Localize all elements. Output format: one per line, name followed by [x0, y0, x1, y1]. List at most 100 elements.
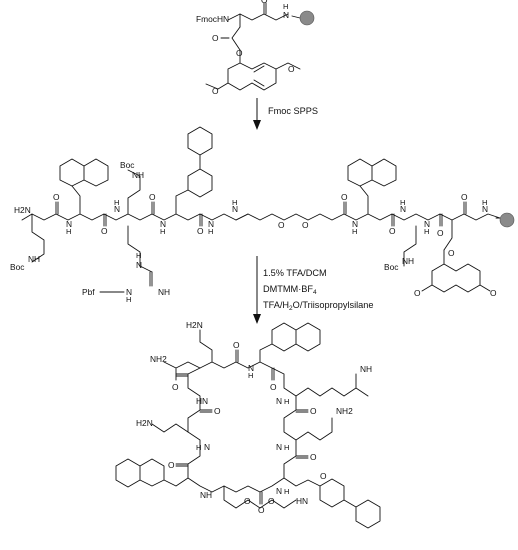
n-label: N — [283, 10, 289, 20]
nh-label: NH — [132, 170, 144, 180]
step2-line1: 1.5% TFA/DCM — [263, 268, 327, 278]
o-label-6: O — [53, 192, 60, 202]
boc-label: Boc — [120, 160, 134, 170]
h-label-5: H — [208, 227, 213, 236]
nh2-label-2: NH2 — [336, 406, 353, 416]
o-label-11: O — [302, 220, 309, 230]
n-label-5: N — [208, 219, 214, 229]
n-label-15: N — [276, 486, 282, 496]
o-label-25: O — [168, 460, 175, 470]
n-label-4: N — [160, 219, 166, 229]
arrow-step-2: 1.5% TFA/DCM DMTMM·BF4 TFA/H2O/Triisopro… — [253, 256, 374, 324]
step2-rest: O/Triisopropylsilane — [293, 300, 374, 310]
h-label-13: H — [284, 397, 289, 406]
step2-line3: TFA/H2O/Triisopropylsilane — [263, 300, 374, 312]
o-label-14: O — [437, 228, 444, 238]
n-label-12: N — [248, 363, 254, 373]
hn-label: HN — [196, 396, 208, 406]
o-label-12: O — [341, 192, 348, 202]
step2-h2-sub: 2 — [289, 305, 293, 312]
h-label-2: H — [66, 227, 71, 236]
o-label-5: O — [288, 64, 295, 74]
hn-label-2: HN — [296, 496, 308, 506]
h-label-10: H — [424, 227, 429, 236]
o-label-15: O — [461, 192, 468, 202]
n-label-14: N — [276, 442, 282, 452]
h-label-16: H — [196, 443, 201, 452]
o-label-26: O — [214, 406, 221, 416]
step2-dmtmm: DMTMM — [263, 284, 298, 294]
h2n-label-2: H2N — [186, 320, 203, 330]
starting-material: FmocHN O H N O O O O — [196, 0, 315, 96]
n-label-10: N — [424, 219, 430, 229]
guanidine-nh-label: NH — [158, 287, 170, 297]
h-label-12: H — [248, 371, 253, 380]
o-label-8: O — [149, 192, 156, 202]
h-label-8: H — [352, 227, 357, 236]
linear-peptide: H2N O H N N H O H N Boc NH O H N N H O H… — [10, 126, 515, 304]
o-label-20: O — [233, 340, 240, 350]
o-label: O — [261, 0, 268, 5]
o-label-27: O — [244, 496, 251, 506]
o-label-24: O — [258, 505, 265, 515]
step1-reagent: Fmoc SPPS — [268, 106, 318, 116]
h-label-7: H — [136, 251, 141, 260]
h2n-label: H2N — [14, 205, 31, 215]
nh-label-4: NH — [200, 490, 212, 500]
h-label-15: H — [284, 487, 289, 496]
o-label-3: O — [236, 48, 243, 58]
o-label-17: O — [414, 288, 421, 298]
step2-tfa: TFA/H — [263, 300, 289, 310]
o-label-16: O — [448, 248, 455, 258]
h-label: H — [283, 2, 288, 11]
boc-left-nh: NH — [28, 254, 40, 264]
resin-bead — [299, 10, 315, 26]
guanidine-n-label: N — [126, 287, 132, 297]
nh-label-2: NH — [402, 256, 414, 266]
step2-bf: BF — [301, 284, 313, 294]
pbf-label: Pbf — [82, 287, 95, 297]
o-label-28: O — [268, 496, 275, 506]
o-label-18: O — [490, 288, 497, 298]
n-label-2: N — [66, 219, 72, 229]
o-label-7: O — [101, 226, 108, 236]
o-label-9: O — [197, 226, 204, 236]
step2-line2: DMTMM·BF4 — [263, 284, 317, 296]
n-label-8: N — [352, 219, 358, 229]
boc-left-label: Boc — [10, 262, 24, 272]
boc-label-2: Boc — [384, 262, 398, 272]
h2n-label-3: H2N — [136, 418, 153, 428]
n-label-7: N — [136, 260, 142, 270]
h-label-3: H — [114, 198, 119, 207]
resin-bead-2 — [499, 212, 515, 228]
o-label-2: O — [212, 33, 219, 43]
n-label-13: N — [276, 396, 282, 406]
h-label-11: H — [482, 198, 487, 207]
n-label-9: N — [400, 204, 406, 214]
h-label-4: H — [160, 227, 165, 236]
nh-label-3: NH — [360, 364, 372, 374]
cyclic-peptide: H2N NH2 NH2 NH H2N O O H N O O H N O H N… — [115, 320, 381, 529]
n-label-16: N — [204, 442, 210, 452]
h-label-14: H — [284, 443, 289, 452]
n-label-6: N — [232, 204, 238, 214]
step2-dot: · — [298, 284, 301, 294]
h-label-9: H — [400, 198, 405, 207]
o-label-22: O — [310, 406, 317, 416]
fmochn-label: FmocHN — [196, 14, 229, 24]
o-label-4: O — [212, 86, 219, 96]
o-label-13: O — [389, 226, 396, 236]
h-label-6: H — [232, 198, 237, 207]
o-label-21: O — [270, 382, 277, 392]
nh2-label: NH2 — [150, 354, 167, 364]
o-label-29: O — [320, 471, 327, 481]
step2-bf-sub: 4 — [313, 289, 317, 296]
o-label-19: O — [172, 382, 179, 392]
guanidine-h-label: H — [126, 295, 131, 304]
o-label-23: O — [310, 452, 317, 462]
n-label-3: N — [114, 204, 120, 214]
o-label-10: O — [278, 220, 285, 230]
n-label-11: N — [482, 204, 488, 214]
arrow-step-1: Fmoc SPPS — [253, 98, 318, 130]
